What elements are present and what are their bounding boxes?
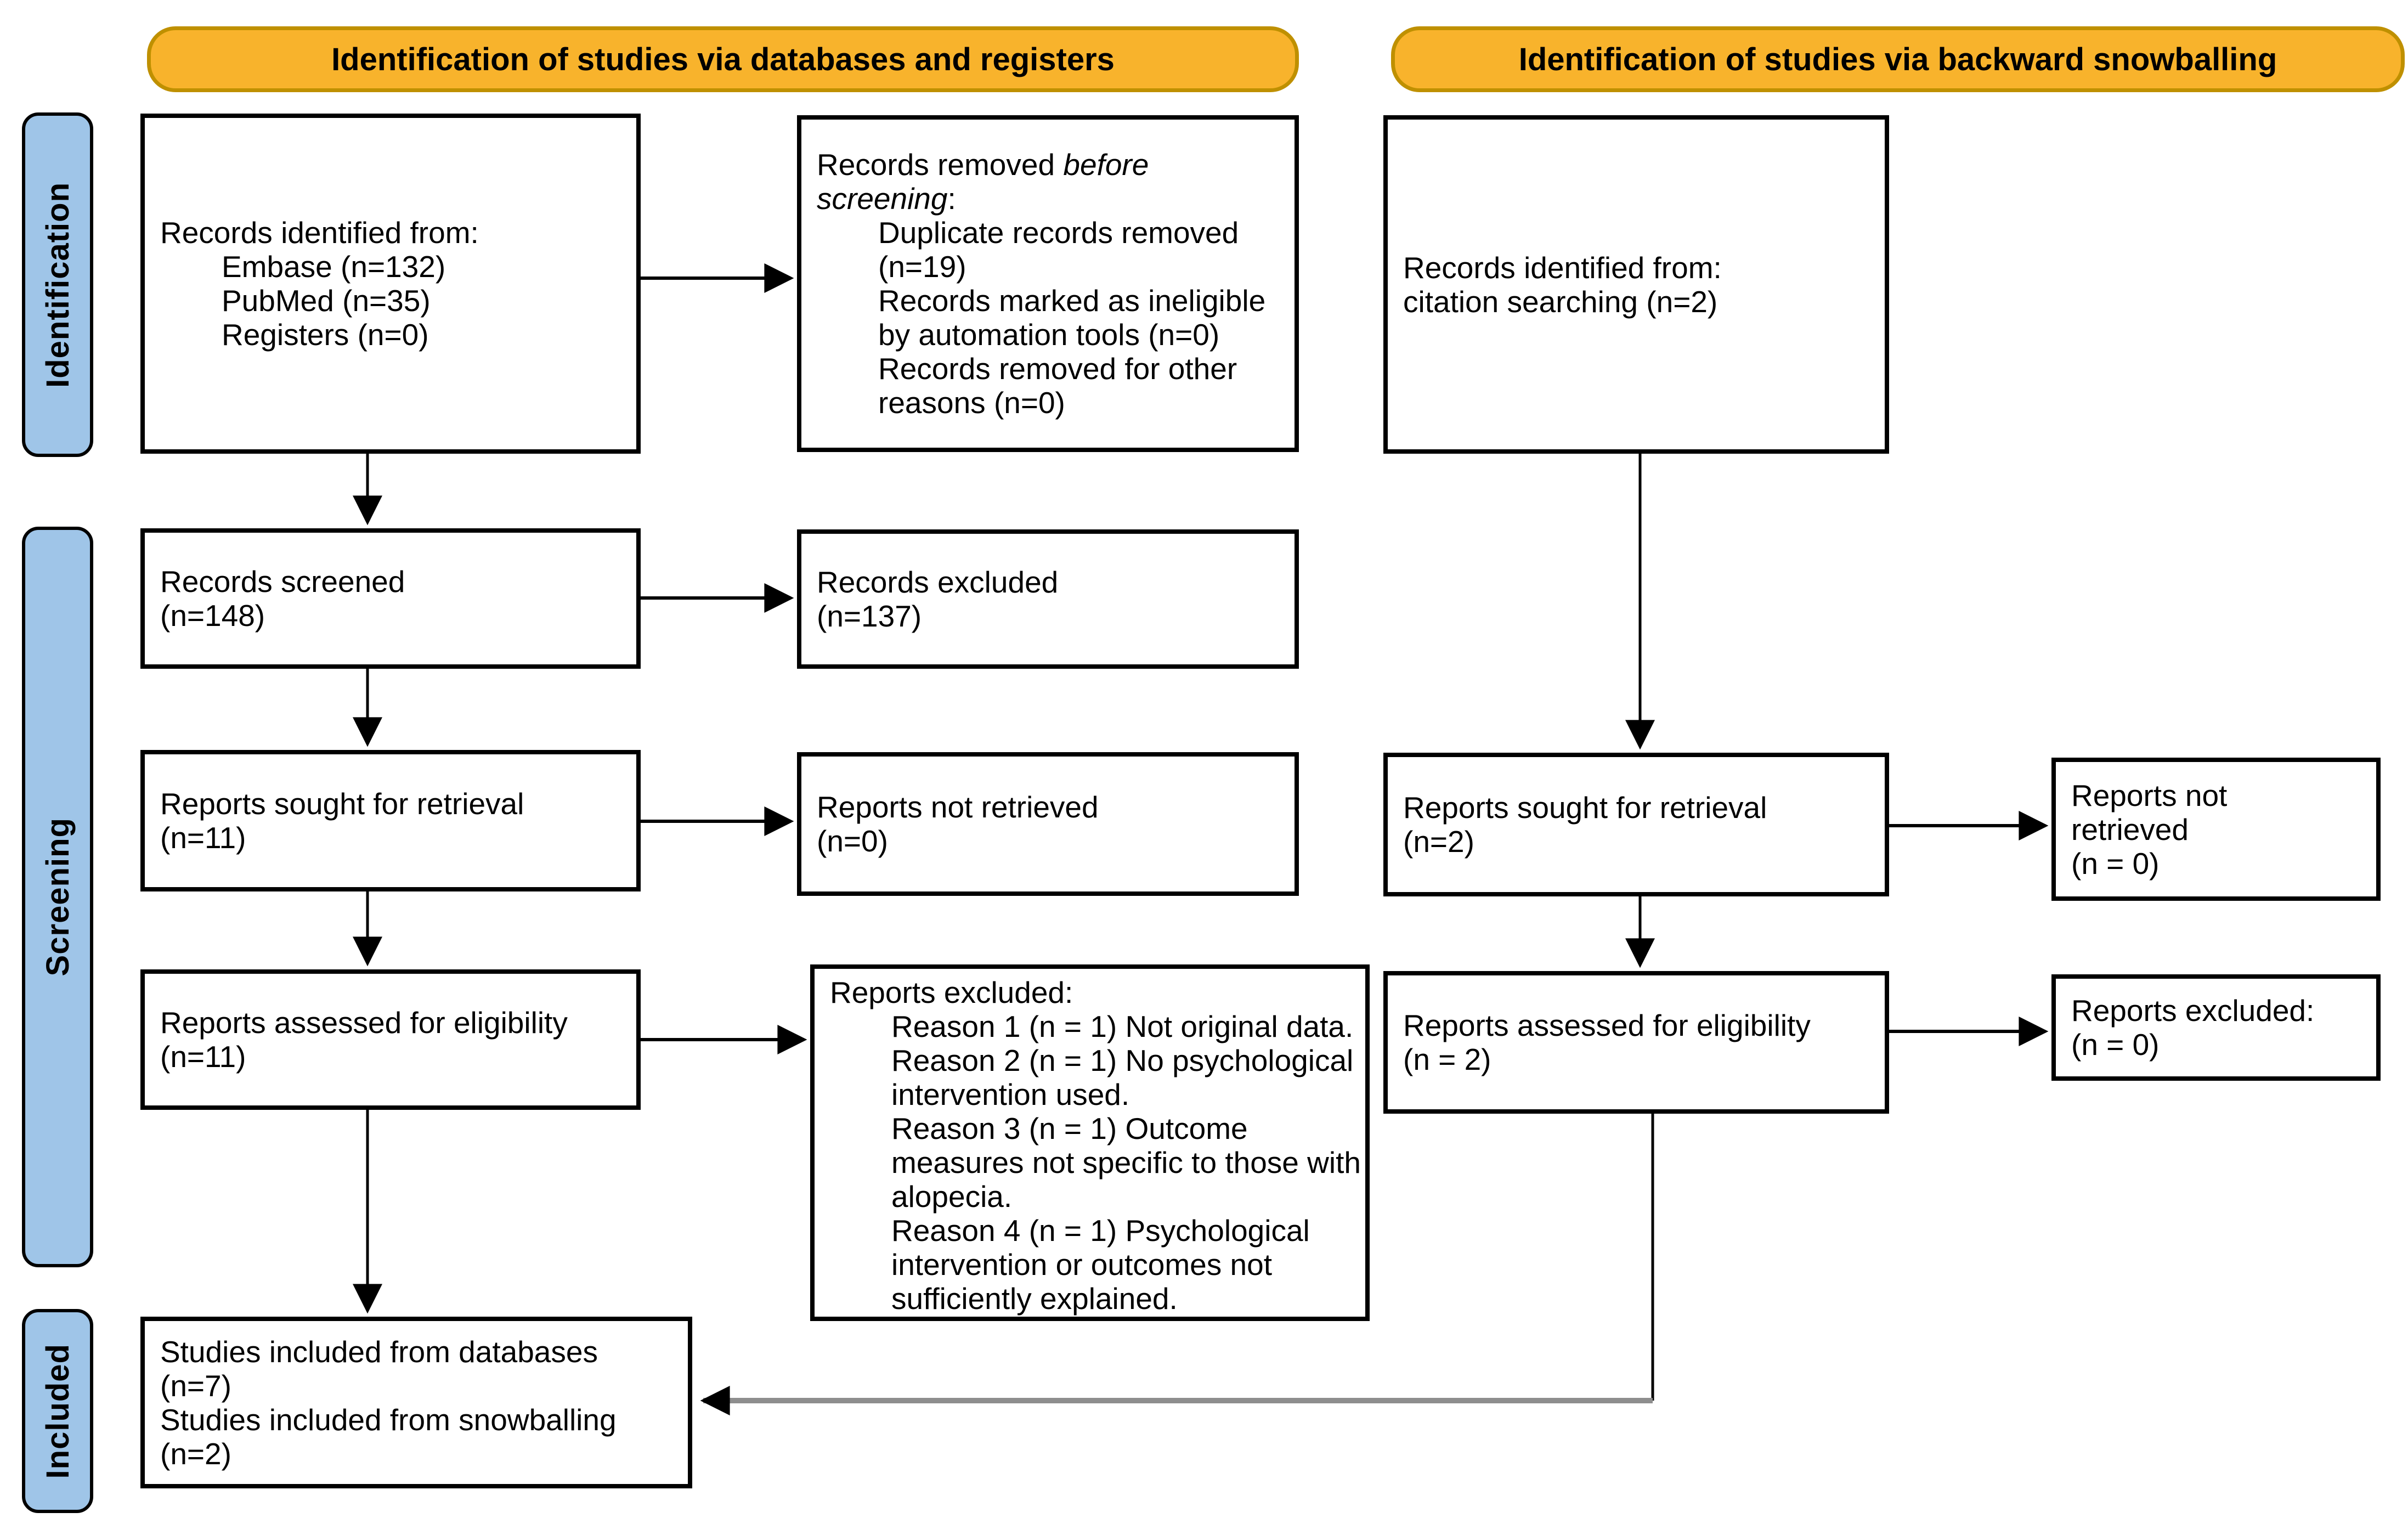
header-snowballing-label: Identification of studies via backward s… [1518, 41, 2277, 77]
box-title: Records identified from: [160, 216, 479, 250]
box-title-line: Records removed before [817, 148, 1149, 182]
source-item: PubMed (n=35) [222, 284, 431, 318]
stage-screening: Screening [22, 527, 93, 1267]
box-reports-not-retrieved-citation: Reports not retrieved (n = 0) [2051, 758, 2381, 901]
box-records-excluded: Records excluded (n=137) [797, 529, 1299, 669]
exclusion-reason: Reason 3 (n = 1) Outcome measures not sp… [891, 1111, 1361, 1214]
stage-identification: Identification [22, 112, 93, 457]
source-item: Embase (n=132) [222, 250, 446, 284]
box-reports-not-retrieved-databases: Reports not retrieved (n=0) [797, 752, 1299, 896]
box-title: Reports excluded: [830, 975, 1073, 1009]
box-records-screened: Records screened (n=148) [140, 528, 641, 669]
removal-item: Records marked as ineligible by automati… [878, 284, 1266, 352]
box-reports-sought-databases: Reports sought for retrieval (n=11) [140, 750, 641, 891]
box-reports-sought-citation: Reports sought for retrieval (n=2) [1383, 753, 1889, 896]
exclusion-reason: Reason 2 (n = 1) No psychological interv… [891, 1043, 1354, 1111]
exclusion-reason: Reason 1 (n = 1) Not original data. [891, 1009, 1354, 1043]
box-records-identified-citation: Records identified from: citation search… [1383, 115, 1889, 454]
italic-screening: screening [817, 182, 948, 216]
box-reports-excluded-citation: Reports excluded: (n = 0) [2051, 974, 2381, 1081]
box-reports-assessed-databases: Reports assessed for eligibility (n=11) [140, 969, 641, 1110]
header-databases-registers: Identification of studies via databases … [147, 26, 1299, 92]
removal-item: Records removed for other reasons (n=0) [878, 352, 1237, 420]
header-backward-snowballing: Identification of studies via backward s… [1391, 26, 2405, 92]
box-reports-excluded-reasons: Reports excluded: Reason 1 (n = 1) Not o… [810, 964, 1370, 1321]
italic-before: before [1063, 148, 1149, 182]
box-records-identified-databases: Records identified from: Embase (n=132) … [140, 114, 641, 454]
box-studies-included: Studies included from databases (n=7) St… [140, 1317, 692, 1488]
source-item: Registers (n=0) [222, 318, 429, 352]
stage-included: Included [22, 1309, 93, 1513]
stage-identification-label: Identification [39, 182, 76, 388]
exclusion-reason: Reason 4 (n = 1) Psychological intervent… [891, 1214, 1310, 1316]
removal-item: Duplicate records removed (n=19) [878, 216, 1239, 284]
box-records-removed-before-screening: Records removed before screening: Duplic… [797, 115, 1299, 452]
box-reports-assessed-citation: Reports assessed for eligibility (n = 2) [1383, 971, 1889, 1114]
box-title-line: screening: [817, 182, 956, 216]
header-databases-label: Identification of studies via databases … [331, 41, 1115, 77]
stage-included-label: Included [39, 1343, 76, 1479]
stage-screening-label: Screening [39, 817, 76, 977]
